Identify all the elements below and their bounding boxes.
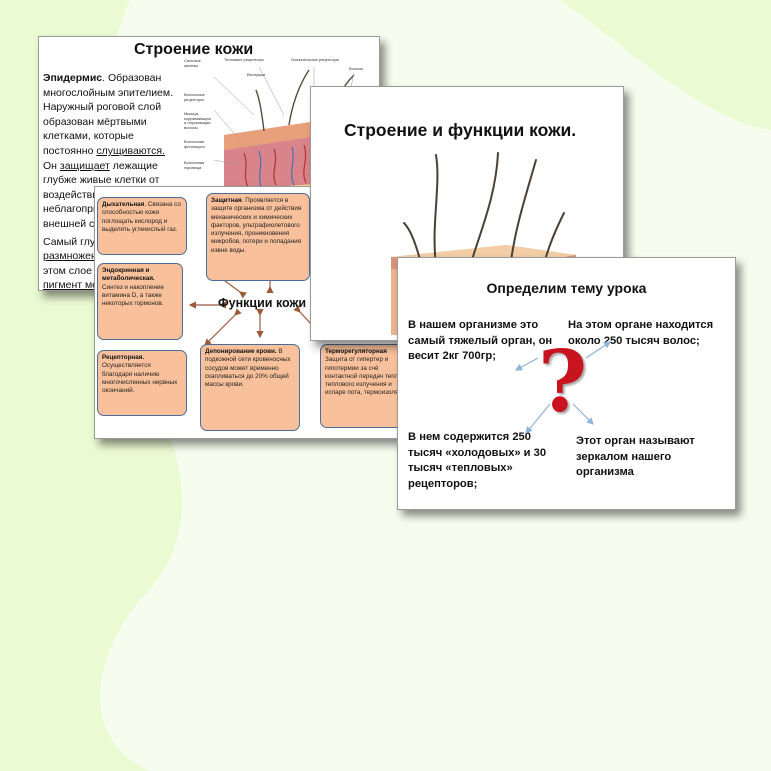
slide-lesson-topic: Определим тему урока В нашем организме э…: [397, 257, 736, 510]
slide-title: Строение и функции кожи.: [344, 120, 577, 140]
question-mark-icon: ?: [538, 332, 588, 431]
slide-title: Определим тему урока: [486, 280, 647, 296]
center-title: Функции кожи: [218, 296, 307, 310]
diagram-label: Волосяные рецепторы: [184, 92, 205, 102]
diagram-label: Волосяная фолликула: [184, 139, 205, 149]
function-box-respiratory: Дыхательная. Связана со способностью кож…: [97, 197, 187, 255]
clue-text-hair-count: На этом органе находится около 250 тысяч…: [568, 319, 714, 347]
diagram-label: Волосяная луковица: [184, 160, 205, 170]
clue-arrows: [514, 341, 611, 434]
slide-title: Строение кожи: [134, 41, 254, 58]
clue-text-mirror: Этот орган называют зеркалом нашего орга…: [576, 435, 695, 478]
diagram-label: Осязательные рецепторы: [291, 57, 340, 62]
clue-text-receptors: В нем содержится 250 тысяч «холодовых» и…: [408, 431, 547, 490]
function-box-endocrine: Эндокринная и метаболическая.Синтез и на…: [97, 263, 183, 340]
diagram-label: Сальные железы: [184, 58, 201, 68]
diagram-label: Волосы: [349, 66, 364, 71]
clue-text-heaviest-organ: В нашем организме это самый тяжелый орга…: [408, 319, 553, 362]
diagram-label: Веснушки: [247, 72, 266, 77]
function-box-protective: Защитная. Проявляется в защите организма…: [206, 193, 310, 281]
slide-body-text: Эпидермис. Образован многослойным эпител…: [43, 72, 174, 291]
diagram-label: Мышца, поднимающая и опускающая волосы: [184, 111, 211, 130]
diagram-label: Тепловые рецепторы: [224, 57, 264, 62]
function-box-blood-depot: Депонирование крови. В подкожной сети кр…: [200, 344, 300, 431]
function-box-receptor: Рецепторная.Осуществляется благодаря нал…: [97, 350, 187, 416]
